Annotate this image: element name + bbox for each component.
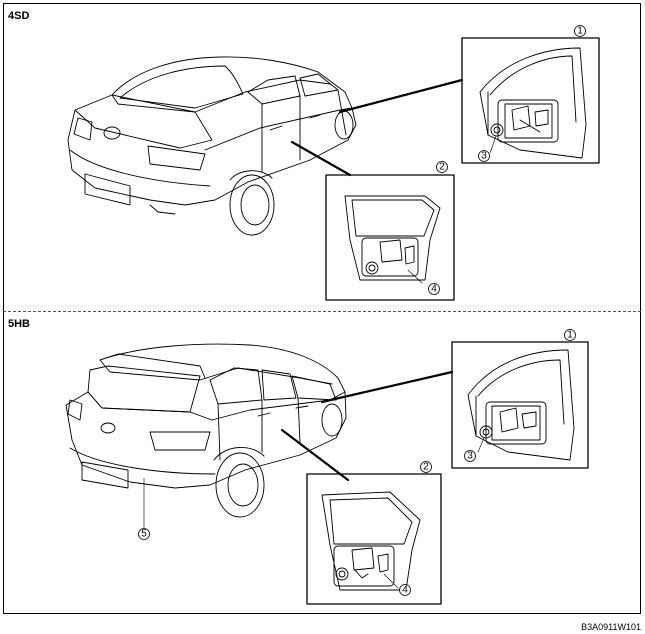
- callout-1-sedan-text: 1: [577, 26, 583, 37]
- diagram-frame: [3, 3, 641, 614]
- inset-rear-door-hatchback: [306, 473, 442, 605]
- callout-3-sedan-text: 3: [481, 151, 487, 162]
- callout-3-hatchback: [464, 450, 476, 462]
- inset-rear-door-sedan: [325, 174, 455, 301]
- inset-front-door-sedan: [461, 37, 600, 164]
- callout-2-sedan: [436, 161, 448, 173]
- callout-1-hatchback-text: 1: [567, 330, 573, 341]
- hatchback-car-illustration: [65, 343, 347, 518]
- callout-4-sedan: [428, 283, 440, 295]
- callout-4-hatchback-text: 4: [402, 585, 408, 596]
- callout-5-hatchback: [138, 528, 150, 540]
- callout-2-sedan-text: 2: [439, 162, 445, 173]
- rear-door-hatchback-detail: [321, 491, 421, 591]
- callout-4-sedan-text: 4: [431, 284, 437, 295]
- callout-2-hatchback-text: 2: [423, 462, 429, 473]
- sedan-car-illustration: [67, 56, 357, 236]
- callout-4-hatchback: [399, 584, 411, 596]
- callout-3-sedan: [478, 150, 490, 162]
- inset-front-door-hatchback: [451, 341, 589, 469]
- section-divider: [3, 311, 641, 312]
- callout-5-hatchback-text: 5: [141, 529, 147, 540]
- front-door-hatchback-detail: [467, 349, 575, 461]
- callout-2-hatchback: [420, 461, 432, 473]
- section-label-4sd: 4SD: [8, 10, 30, 22]
- reference-code: B3A0911W101: [581, 622, 641, 632]
- callout-1-hatchback: [564, 329, 576, 341]
- callout-3-hatchback-text: 3: [467, 451, 473, 462]
- callout-1-sedan: [574, 25, 586, 37]
- front-door-sedan-detail: [479, 47, 587, 159]
- section-label-5hb: 5HB: [8, 318, 31, 330]
- rear-door-sedan-detail: [344, 195, 441, 281]
